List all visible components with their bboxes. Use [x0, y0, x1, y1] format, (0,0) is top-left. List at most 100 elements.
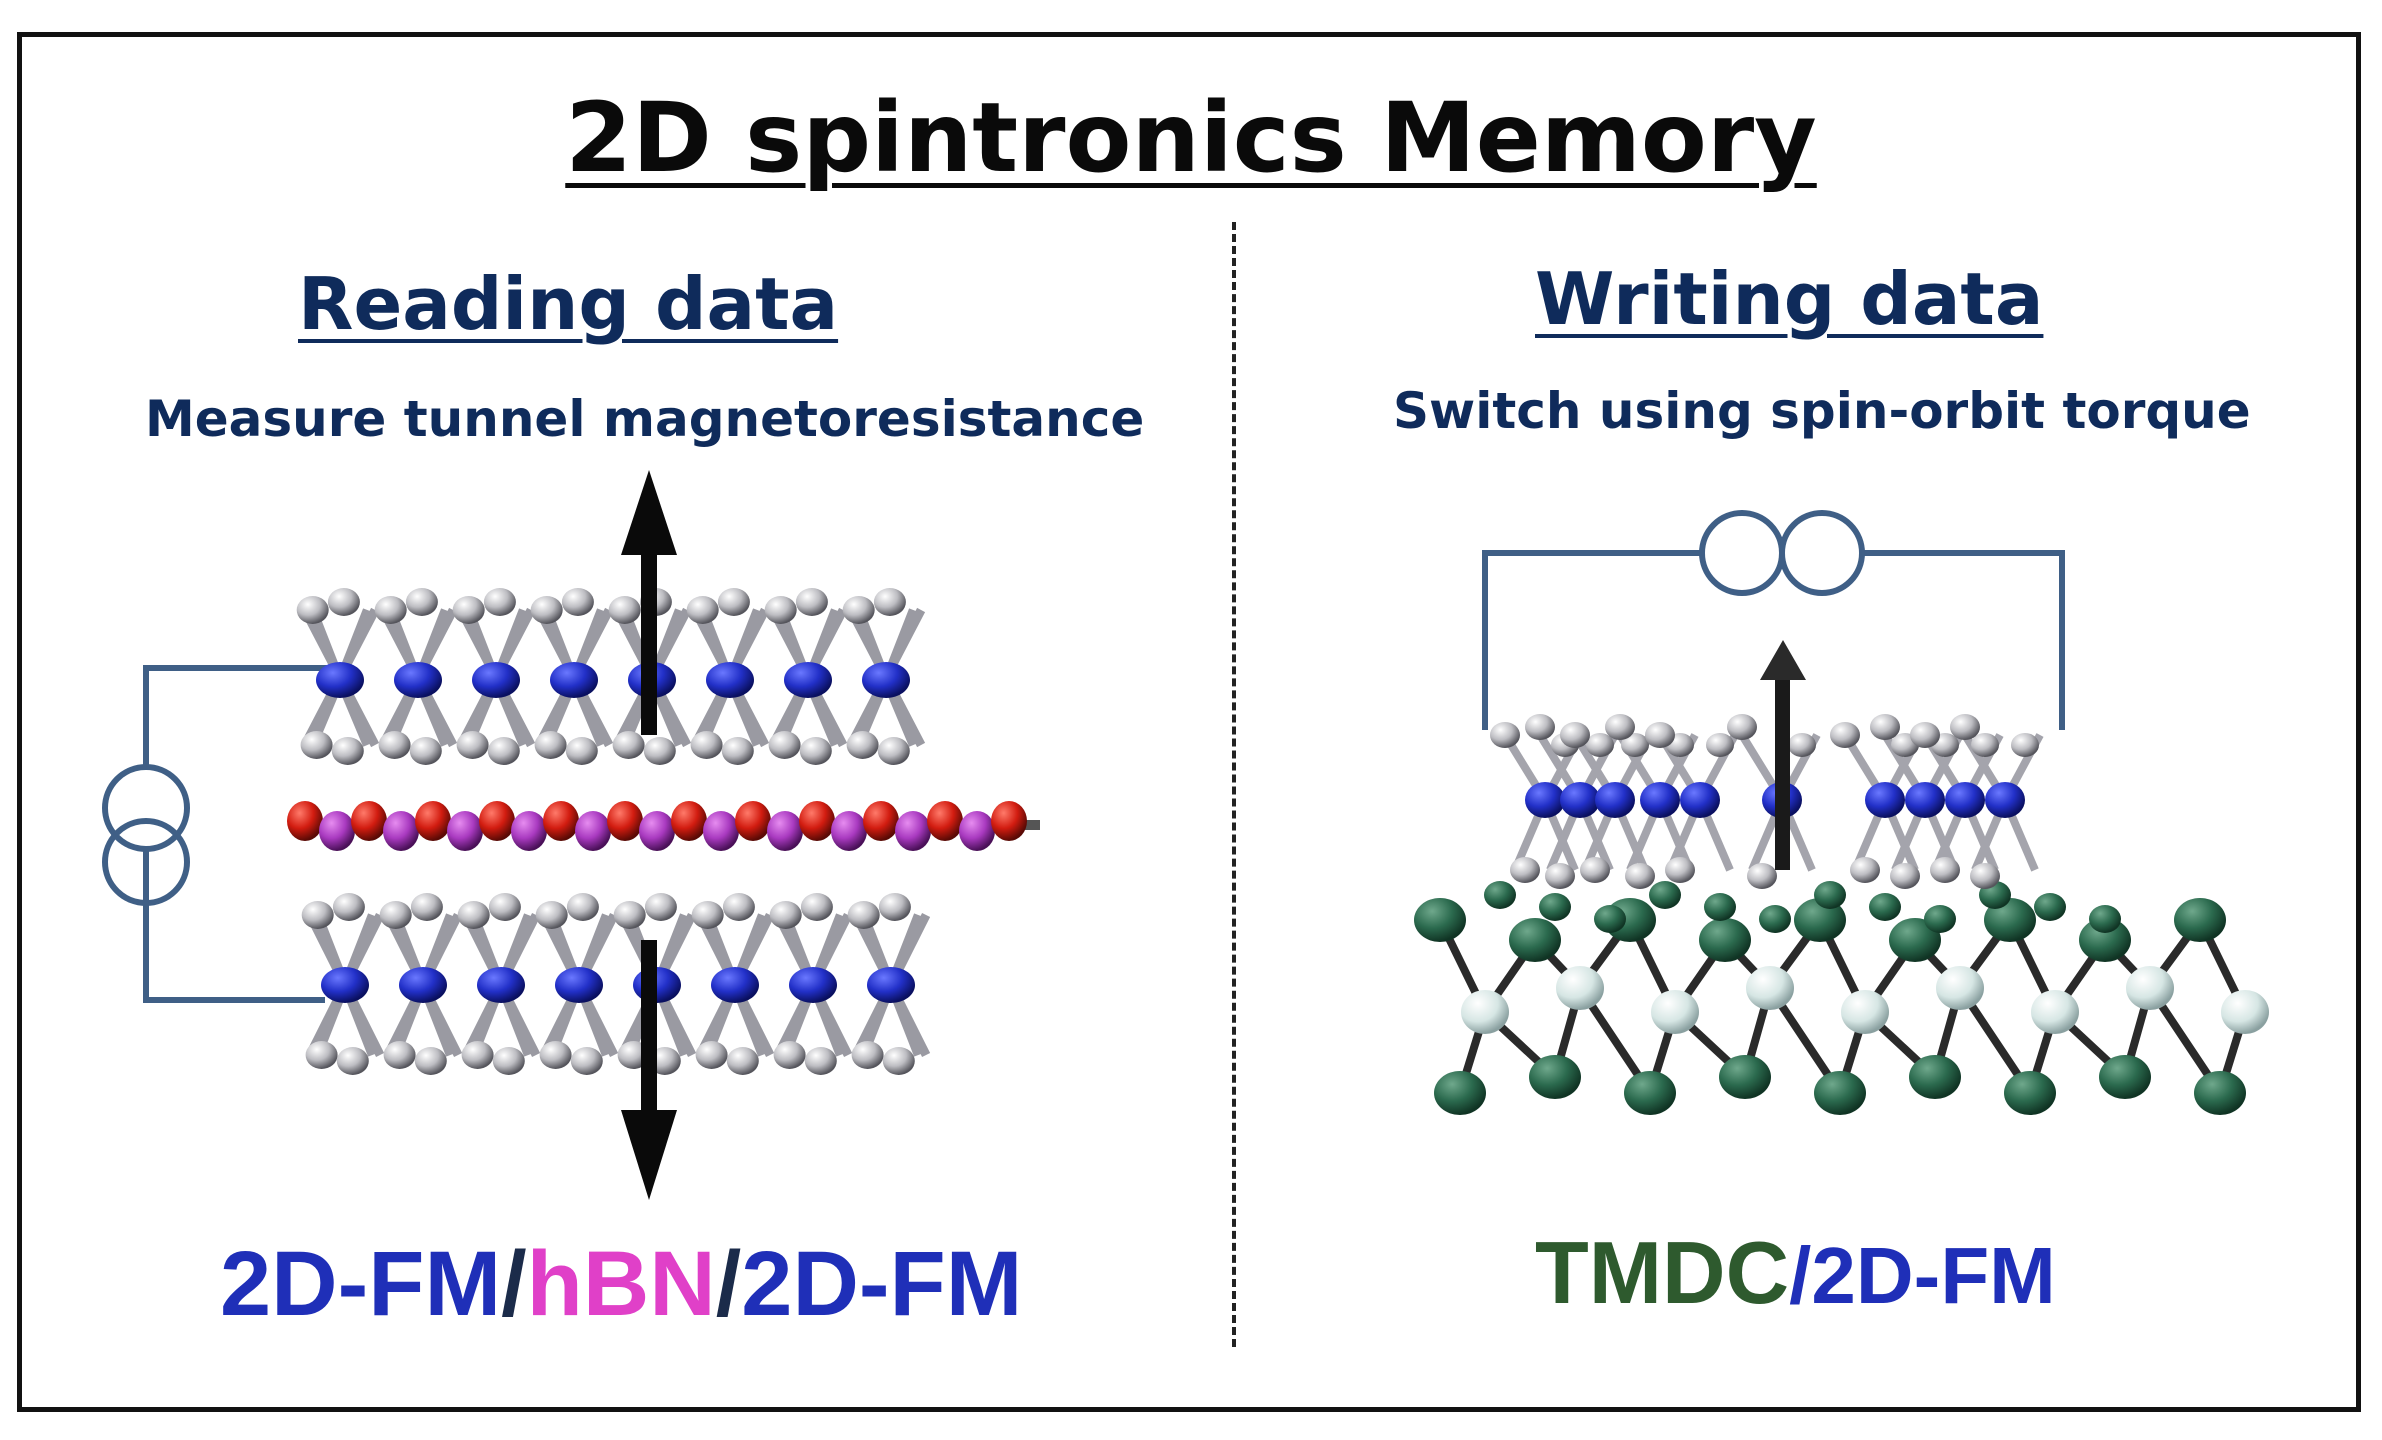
silver-atom [1970, 863, 2000, 889]
silver-atom [804, 1047, 837, 1075]
silver-atom [768, 731, 801, 759]
metal-atom [706, 662, 754, 698]
silver-atom [301, 901, 334, 929]
silver-atom [690, 731, 723, 759]
silver-atom [331, 737, 364, 765]
transition-metal-atom [1936, 966, 1984, 1010]
silver-atom [379, 901, 412, 929]
silver-atom [847, 901, 880, 929]
silver-atom [332, 893, 365, 921]
silver-atom [1645, 722, 1675, 748]
silver-atom [296, 596, 329, 624]
metal-atom [867, 967, 915, 1003]
transition-metal-atom [1746, 966, 1794, 1010]
chalcogen-atom [1624, 1071, 1676, 1115]
chalcogen-atom [1909, 1055, 1961, 1099]
silver-atom [414, 1047, 447, 1075]
metal-atom [555, 967, 603, 1003]
nitrogen-atom [671, 801, 707, 841]
silver-atom [686, 596, 719, 624]
silver-atom [1971, 733, 1999, 757]
silver-atom [691, 901, 724, 929]
chalcogen-atom [1814, 1071, 1866, 1115]
boron-atom [319, 811, 355, 851]
chalcogen-atom [1869, 893, 1901, 921]
transition-metal-atom [2031, 990, 2079, 1034]
silver-atom [534, 731, 567, 759]
silver-atom [1727, 714, 1757, 740]
silver-atom [305, 1041, 338, 1069]
transition-metal-atom [1651, 990, 1699, 1034]
right-stack-label: TMDC/2D-FM [1535, 1222, 2056, 1324]
silver-atom [1870, 714, 1900, 740]
silver-atom [566, 893, 599, 921]
chalcogen-atom [1759, 905, 1791, 933]
nitrogen-atom [351, 801, 387, 841]
chalcogen-atom [1889, 918, 1941, 962]
silver-atom [1950, 714, 1980, 740]
left-stack-label: 2D-FM/hBN/2D-FM [220, 1232, 1022, 1337]
nitrogen-atom [287, 801, 323, 841]
nitrogen-atom [415, 801, 451, 841]
right-magnetization-arrow [1760, 640, 1806, 870]
silver-atom [717, 588, 750, 616]
metal-atom [1905, 782, 1945, 818]
silver-atom [492, 1047, 525, 1075]
boron-atom [575, 811, 611, 851]
silver-atom [1580, 857, 1610, 883]
silver-atom [726, 1047, 759, 1075]
chalcogen-atom [1649, 881, 1681, 909]
chalcogen-atom [1414, 898, 1466, 942]
silver-atom [561, 588, 594, 616]
silver-atom [1890, 863, 1920, 889]
silver-atom [773, 1041, 806, 1069]
silver-atom [1525, 714, 1555, 740]
silver-atom [764, 596, 797, 624]
label-sep-2: / [715, 1233, 742, 1335]
chalcogen-atom [1509, 918, 1561, 962]
chalcogen-atom [2089, 905, 2121, 933]
chalcogen-atom [2174, 898, 2226, 942]
silver-atom [877, 737, 910, 765]
transition-metal-atom [2126, 966, 2174, 1010]
silver-atom [1910, 722, 1940, 748]
nitrogen-atom [479, 801, 515, 841]
metal-atom [550, 662, 598, 698]
metal-atom [1525, 782, 1565, 818]
down-magnetization-arrow [621, 940, 677, 1200]
silver-atom [530, 596, 563, 624]
silver-atom [644, 893, 677, 921]
metal-atom [472, 662, 520, 698]
silver-atom [1490, 722, 1520, 748]
silver-atom [846, 731, 879, 759]
boron-atom [767, 811, 803, 851]
chalcogen-atom [1539, 893, 1571, 921]
label-hbn: hBN [526, 1233, 716, 1335]
silver-atom [800, 893, 833, 921]
chalcogen-atom [2194, 1071, 2246, 1115]
label-sep-3: / [1789, 1231, 1812, 1320]
silver-atom [882, 1047, 915, 1075]
silver-atom [1788, 733, 1816, 757]
metal-atom [1985, 782, 2025, 818]
left-circuit [102, 665, 330, 1003]
boron-atom [895, 811, 931, 851]
silver-atom [1586, 733, 1614, 757]
metal-atom [1865, 782, 1905, 818]
nitrogen-atom [607, 801, 643, 841]
metal-atom [1595, 782, 1635, 818]
chalcogen-atom [1529, 1055, 1581, 1099]
silver-atom [695, 1041, 728, 1069]
metal-atom [862, 662, 910, 698]
chalcogen-atom [2034, 893, 2066, 921]
chalcogen-atom [1984, 898, 2036, 942]
nitrogen-atom [799, 801, 835, 841]
silver-atom [409, 737, 442, 765]
silver-atom [613, 901, 646, 929]
chalcogen-atom [1814, 881, 1846, 909]
writing-heading: Writing data [1535, 257, 2044, 341]
silver-atom [1545, 863, 1575, 889]
silver-atom [842, 596, 875, 624]
silver-atom [1510, 857, 1540, 883]
nitrogen-atom [735, 801, 771, 841]
